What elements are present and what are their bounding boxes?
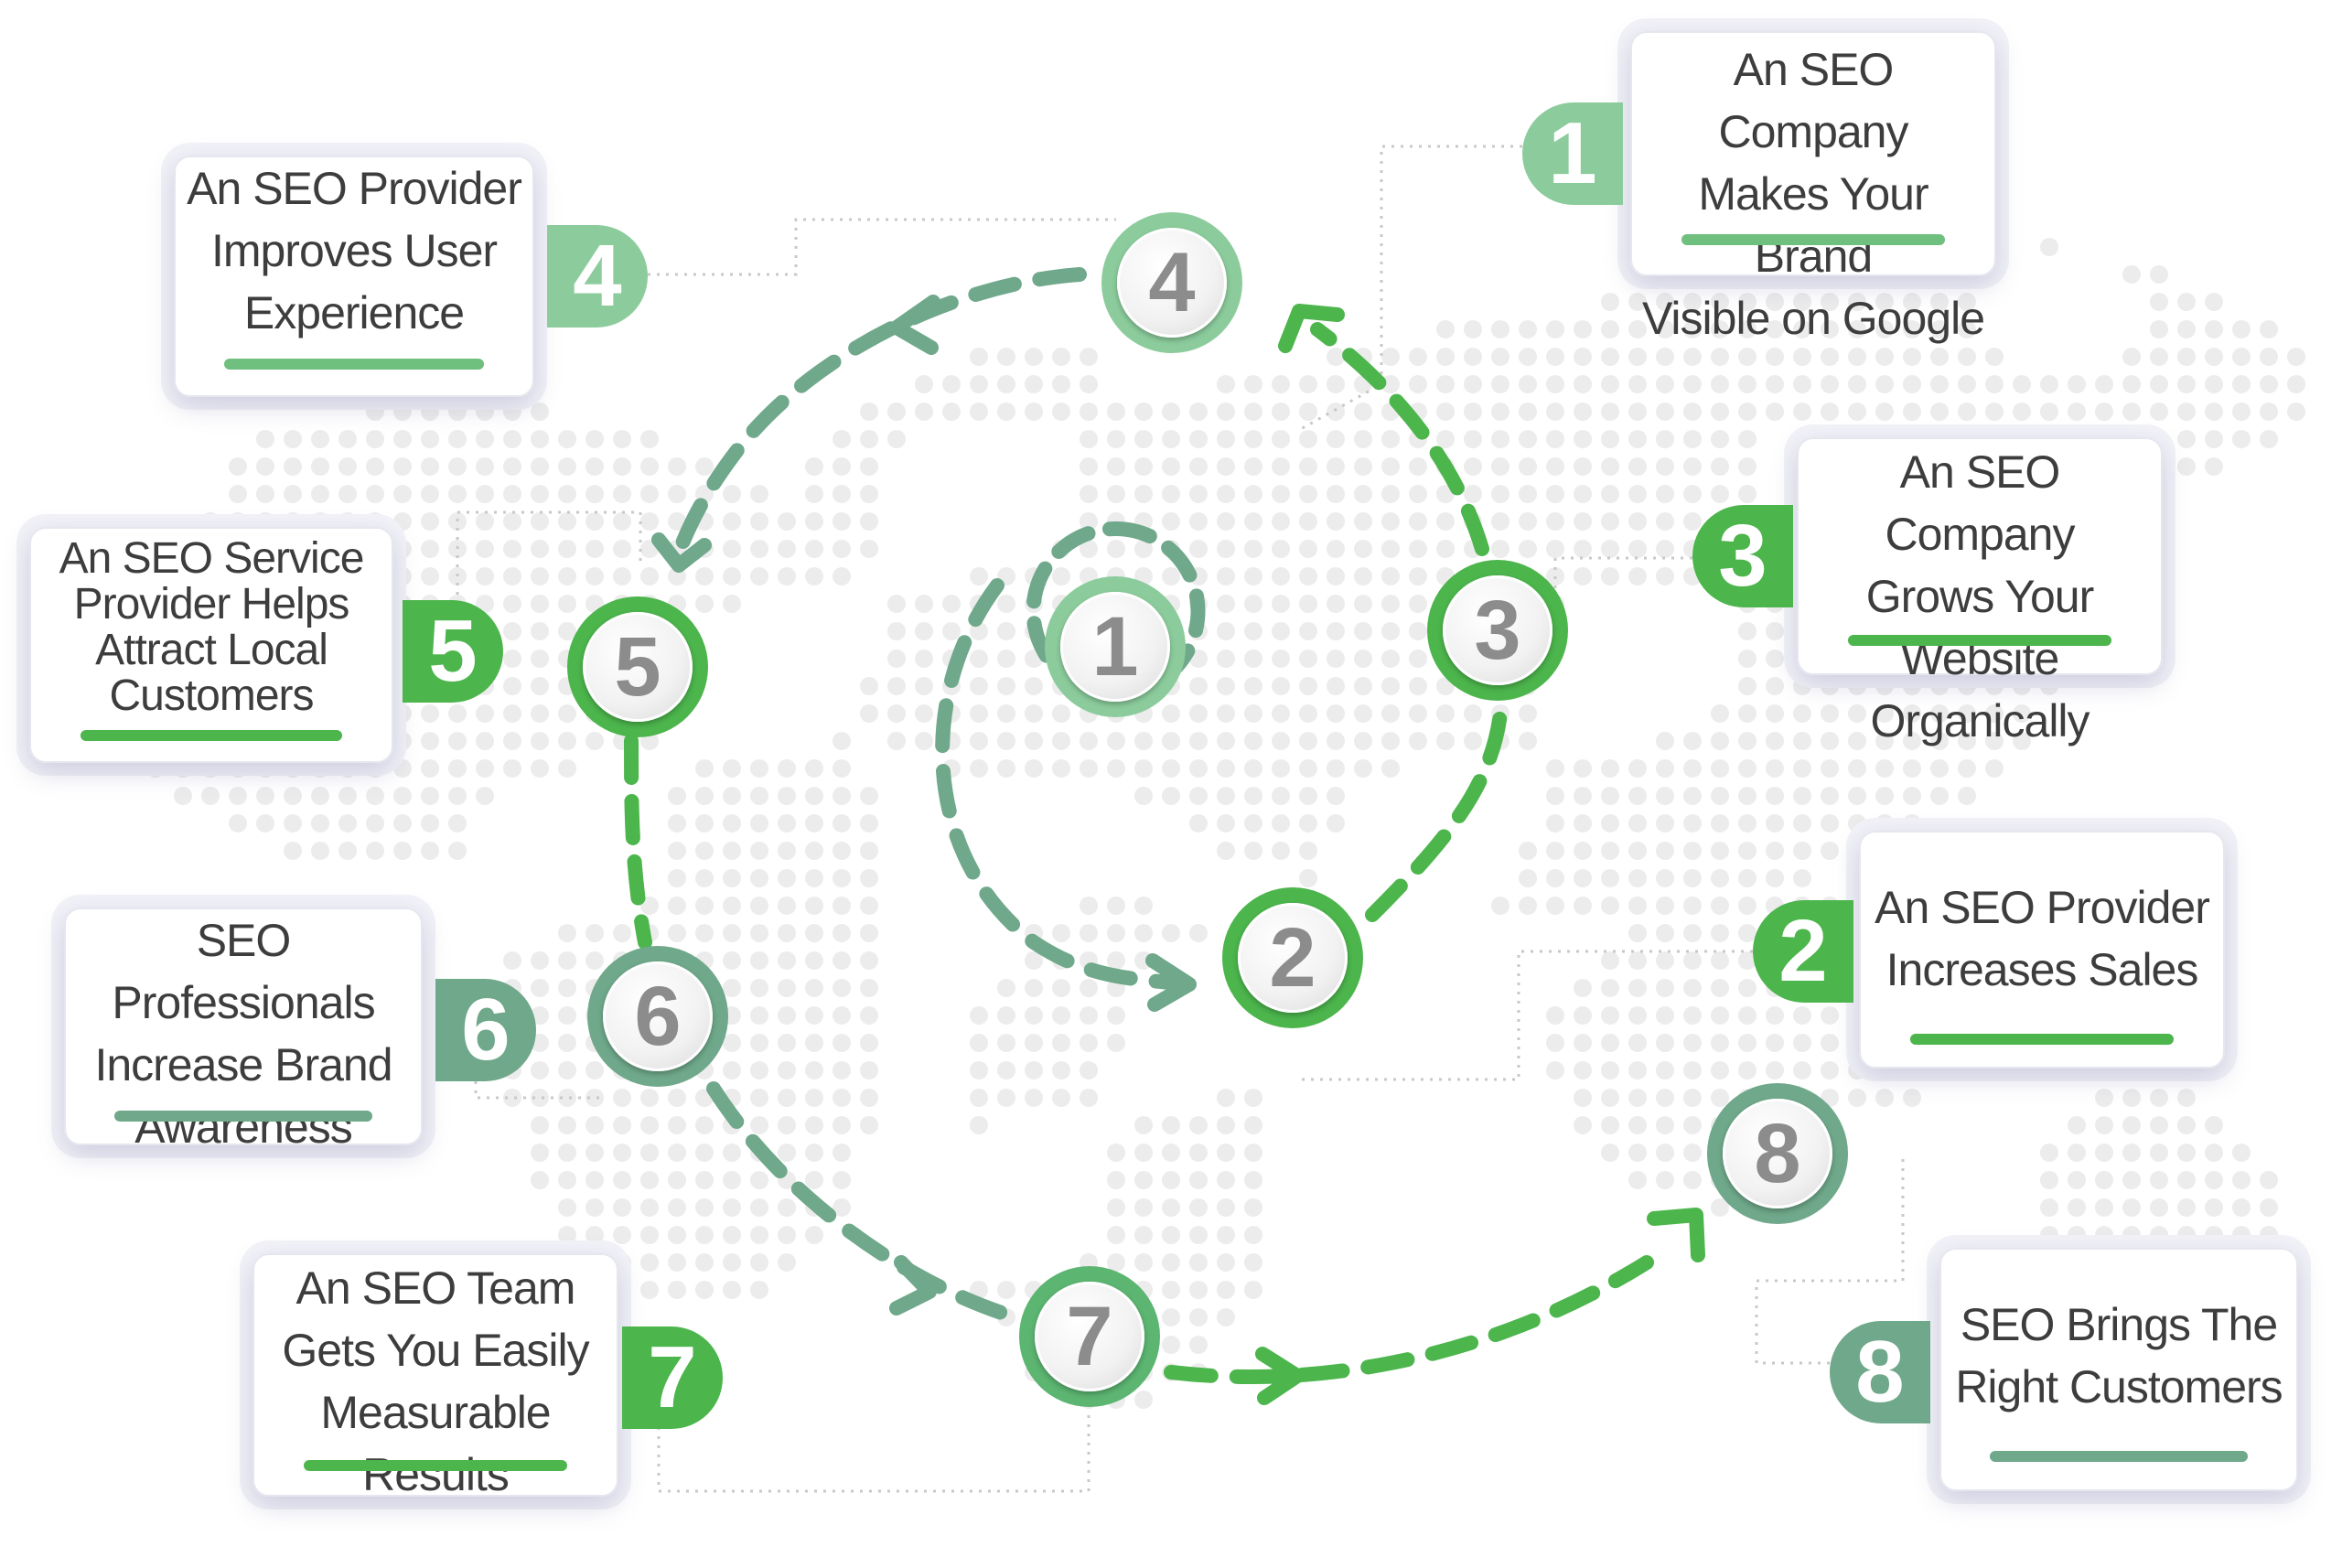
node-4-number: 4 [1148, 236, 1196, 329]
node-4: 4 [1101, 212, 1242, 353]
step-tab-7: 7 [622, 1326, 723, 1429]
arrow-2-to-3 [1365, 706, 1508, 922]
arrow-7-to-8 [1164, 1255, 1654, 1384]
card-6-line-1: SEO Professionals [112, 915, 375, 1028]
node-8-number: 8 [1754, 1107, 1801, 1200]
card-8-line-1: SEO Brings The [1960, 1299, 2278, 1350]
card-4-line-1: An SEO Provider [187, 163, 522, 214]
card-4-accent-bar [224, 359, 484, 370]
node-5-number: 5 [614, 620, 661, 714]
card-6-accent-bar [113, 1111, 373, 1122]
card-2-accent-bar [1910, 1034, 2174, 1045]
arrow-head-mid-6-7 [889, 1255, 937, 1316]
arrow-head-mid-4-5 [889, 295, 940, 355]
card-1-line-2: Makes Your Brand [1698, 168, 1928, 282]
card-8-accent-bar [1989, 1451, 2249, 1462]
step-card-6: SEO Professionals Increase Brand Awarene… [64, 908, 423, 1153]
card-7-accent-bar [304, 1460, 567, 1471]
node-1: 1 [1045, 576, 1186, 717]
arrow-head-4 [1278, 304, 1345, 353]
node-7-number: 7 [1066, 1290, 1113, 1383]
node-5: 5 [567, 596, 708, 737]
card-5-accent-bar [80, 730, 343, 741]
step-card-4: An SEO Provider Improves User Experience [174, 156, 534, 397]
step-card-2: An SEO Provider Increases Sales [1859, 831, 2225, 1069]
card-2-line-2: Increases Sales [1885, 944, 2199, 995]
arrow-head-5 [651, 532, 712, 573]
node-2: 2 [1222, 887, 1363, 1028]
step-tab-2: 2 [1753, 900, 1853, 1003]
step-tab-5: 5 [403, 600, 503, 703]
step-tab-3: 3 [1692, 505, 1793, 607]
arrow-head-2 [1145, 953, 1197, 1012]
card-4-line-3: Experience [243, 287, 465, 338]
node-7: 7 [1019, 1266, 1160, 1407]
card-4-line-2: Improves User [210, 225, 498, 276]
node-8: 8 [1707, 1083, 1848, 1224]
node-3-number: 3 [1474, 584, 1521, 677]
node-1-number: 1 [1091, 600, 1139, 693]
step-card-5: An SEO Service Provider Helps Attract Lo… [29, 527, 393, 763]
card-3-line-2: Grows Your Website [1865, 571, 2094, 684]
step-card-1: An SEO Company Makes Your Brand Visible … [1630, 31, 1996, 344]
card-5-line-4: Customers [109, 671, 314, 720]
card-2-line-1: An SEO Provider [1875, 882, 2210, 933]
arrow-4-to-5 [670, 267, 1087, 565]
card-3-line-3: Organically [1870, 695, 2090, 746]
card-5-line-2: Provider Helps [73, 580, 350, 628]
arrow-6-to-7 [706, 1081, 1023, 1325]
node-6: 6 [587, 946, 728, 1087]
card-5-line-1: An SEO Service [59, 534, 365, 583]
card-7-line-3: Measurable Results [320, 1387, 551, 1500]
arrow-1-to-2 [935, 578, 1187, 991]
card-3-accent-bar [1848, 635, 2111, 646]
card-6-line-2: Increase Brand [94, 1039, 392, 1090]
step-card-8: SEO Brings The Right Customers [1939, 1248, 2298, 1491]
node-3: 3 [1427, 560, 1568, 701]
arrow-5-to-6 [624, 734, 652, 950]
step-tab-8: 8 [1830, 1321, 1930, 1423]
step-tab-4: 4 [547, 225, 648, 328]
card-8-line-2: Right Customers [1955, 1361, 2283, 1412]
step-tab-1: 1 [1522, 102, 1623, 205]
card-7-line-2: Gets You Easily [282, 1325, 589, 1376]
arrow-3-to-4 [1310, 322, 1489, 556]
arrow-head-mid-7-8 [1255, 1347, 1305, 1405]
arrow-head-8 [1647, 1208, 1705, 1262]
step-card-7: An SEO Team Gets You Easily Measurable R… [252, 1253, 618, 1500]
step-card-3: An SEO Company Grows Your Website Organi… [1797, 437, 2163, 746]
node-6-number: 6 [634, 970, 682, 1063]
node-2-number: 2 [1269, 911, 1316, 1004]
card-1-accent-bar [1681, 234, 1945, 245]
card-6-line-3: Awareness [134, 1101, 352, 1153]
card-5-line-3: Attract Local [95, 626, 328, 674]
card-3-line-1: An SEO Company [1885, 446, 2076, 560]
card-1-line-3: Visible on Google [1641, 293, 1985, 344]
card-1-line-1: An SEO Company [1718, 44, 1909, 157]
card-7-line-1: An SEO Team [295, 1262, 576, 1314]
step-tab-6: 6 [435, 979, 536, 1081]
